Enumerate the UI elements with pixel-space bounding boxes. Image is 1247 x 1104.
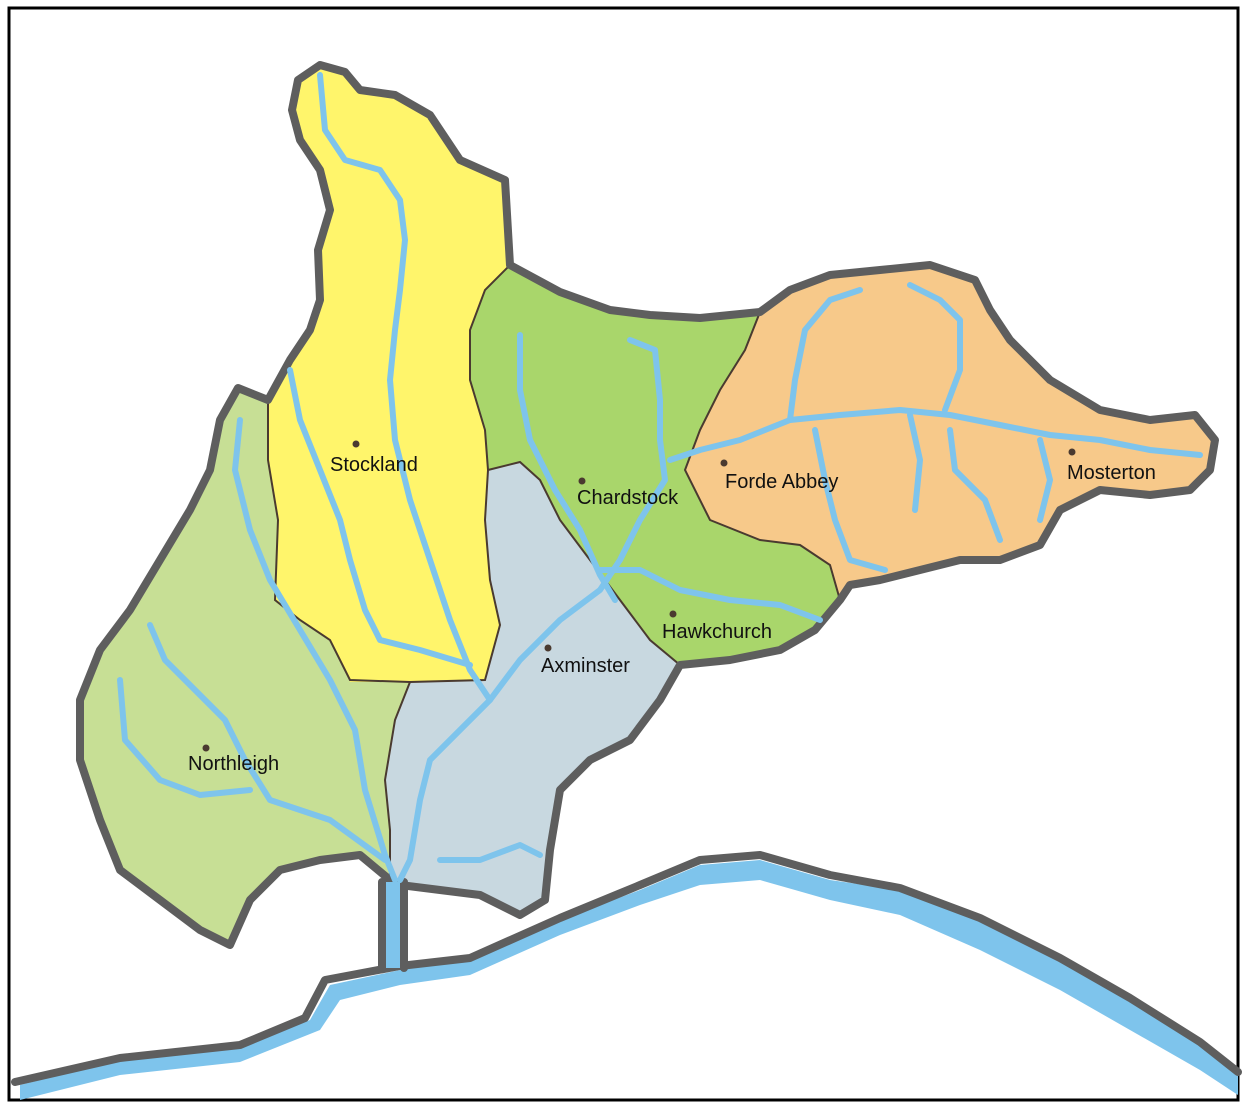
label-forde-abbey: Forde Abbey: [725, 471, 838, 493]
river-network: [117, 72, 1203, 883]
label-axminster: Axminster: [541, 655, 630, 677]
town-marker-stockland: [352, 440, 360, 448]
label-hawkchurch: Hawkchurch: [662, 621, 772, 643]
label-northleigh: Northleigh: [188, 753, 279, 775]
river-outlet: [382, 882, 404, 968]
town-marker-northleigh: [202, 744, 210, 752]
catchment-boundary: [76, 61, 1219, 949]
boundary-internal: [267, 264, 841, 880]
region-axminster: [385, 462, 680, 915]
region-chardstock: [470, 265, 840, 665]
label-chardstock: Chardstock: [577, 487, 679, 509]
coast-water: [20, 860, 1238, 1100]
town-marker-hawkchurch: [669, 610, 677, 618]
region-northleigh: [80, 388, 410, 945]
town-marker-chardstock: [578, 477, 586, 485]
outlet-banks: [378, 878, 408, 972]
label-mosterton: Mosterton: [1067, 462, 1156, 484]
coastline: [11, 851, 1242, 1086]
town-marker-forde-abbey: [720, 459, 728, 467]
town-marker-axminster: [544, 644, 552, 652]
town-marker-mosterton: [1068, 448, 1076, 456]
label-stockland: Stockland: [330, 454, 418, 476]
